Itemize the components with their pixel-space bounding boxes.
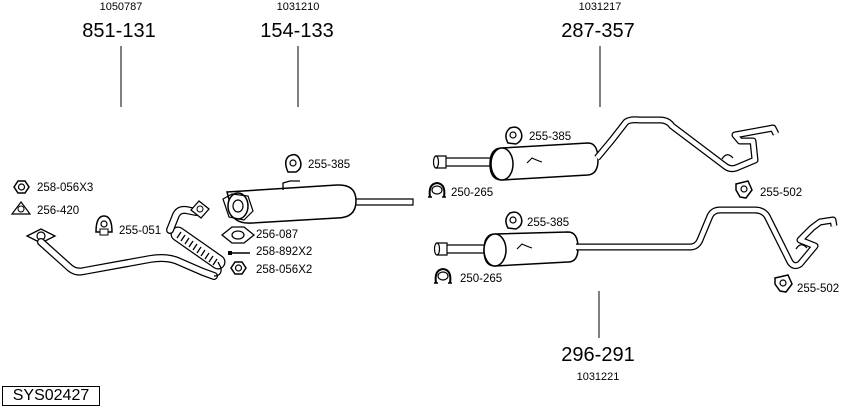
rear-silencer-2-drawing bbox=[433, 206, 838, 270]
label-nut-b: 258-056X2 bbox=[256, 264, 312, 276]
part-number-rear-silencer-1: 287-357 bbox=[561, 20, 634, 42]
label-mount-rear1: 255-502 bbox=[760, 187, 802, 199]
system-code-label: SYS02427 bbox=[2, 386, 100, 406]
ref-number-rear-silencer-1: 1031217 bbox=[579, 1, 622, 13]
part-number-front-pipe: 851-131 bbox=[82, 20, 155, 42]
ref-number-catalyst: 1031210 bbox=[277, 1, 320, 13]
rear-silencer-1-drawing bbox=[432, 116, 780, 181]
clamp-icon bbox=[428, 181, 446, 198]
part-number-catalyst: 154-133 bbox=[260, 20, 333, 42]
label-nut-a: 258-056X3 bbox=[37, 182, 93, 194]
part-number-rear-silencer-2: 296-291 bbox=[561, 344, 634, 366]
rubber-hanger-icon bbox=[95, 215, 113, 236]
ref-number-front-pipe: 1050787 bbox=[100, 1, 143, 13]
clamp-icon bbox=[434, 267, 452, 284]
label-hanger-catalyst: 255-385 bbox=[308, 159, 350, 171]
label-gasket-a: 256-420 bbox=[37, 205, 79, 217]
label-bolt: 258-892X2 bbox=[256, 246, 312, 258]
label-mount-rear2: 255-502 bbox=[797, 283, 839, 295]
bolt-icon bbox=[228, 251, 250, 255]
hex-nut-icon bbox=[230, 261, 247, 275]
label-clamp-rear2: 250-265 bbox=[460, 273, 502, 285]
label-gasket-b: 256-087 bbox=[256, 229, 298, 241]
gasket-triangle-icon bbox=[10, 201, 32, 215]
label-hanger-front: 255-051 bbox=[119, 225, 161, 237]
catalyst-drawing bbox=[222, 180, 414, 224]
hex-nut-icon bbox=[13, 180, 30, 194]
rubber-hanger-icon bbox=[505, 126, 523, 145]
rubber-hanger-icon bbox=[505, 211, 523, 230]
mount-icon bbox=[774, 274, 793, 293]
front-pipe-drawing bbox=[25, 200, 226, 280]
label-clamp-rear1: 250-265 bbox=[451, 187, 493, 199]
gasket-icon bbox=[220, 226, 256, 244]
rubber-hanger-icon bbox=[285, 153, 302, 173]
label-hanger-rear2: 255-385 bbox=[527, 217, 569, 229]
ref-number-rear-silencer-2: 1031221 bbox=[577, 371, 620, 383]
mount-icon bbox=[735, 180, 753, 199]
label-hanger-rear1: 255-385 bbox=[529, 131, 571, 143]
